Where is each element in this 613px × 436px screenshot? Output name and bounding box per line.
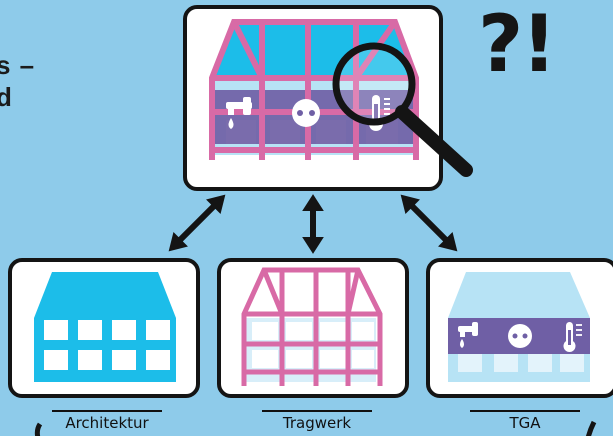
mep-model-panel (426, 258, 613, 398)
architecture-house (34, 272, 176, 382)
combined-structure-frame (209, 19, 419, 160)
architecture-label: Architektur (65, 414, 149, 432)
question-exclamation-mark: ?! (478, 0, 557, 90)
combined-model-panel (183, 5, 473, 191)
headline-line-2: d (0, 82, 13, 112)
headline-line-1: s – (0, 50, 36, 80)
double-arrow-icon (168, 194, 226, 252)
structure-model-panel (217, 258, 409, 398)
mep-label-line (470, 410, 580, 412)
structure-label-line (262, 410, 372, 412)
mep-label: TGA (509, 414, 541, 432)
architecture-model-panel (8, 258, 200, 398)
decorative-stroke (585, 420, 597, 436)
power-outlet-icon (292, 99, 320, 127)
architecture-label-line (52, 410, 162, 412)
power-outlet-icon (508, 324, 532, 348)
water-tap-icon (226, 97, 252, 129)
thermometer-icon (563, 322, 582, 352)
structure-label: Tragwerk (282, 414, 352, 432)
decorative-stroke (34, 422, 43, 436)
magnifier-icon (332, 42, 473, 177)
water-tap-icon (458, 322, 478, 348)
double-arrow-icon (400, 194, 458, 252)
structure-frame (241, 267, 383, 386)
double-arrow-icon (302, 194, 324, 254)
connector-arrows (168, 194, 458, 254)
